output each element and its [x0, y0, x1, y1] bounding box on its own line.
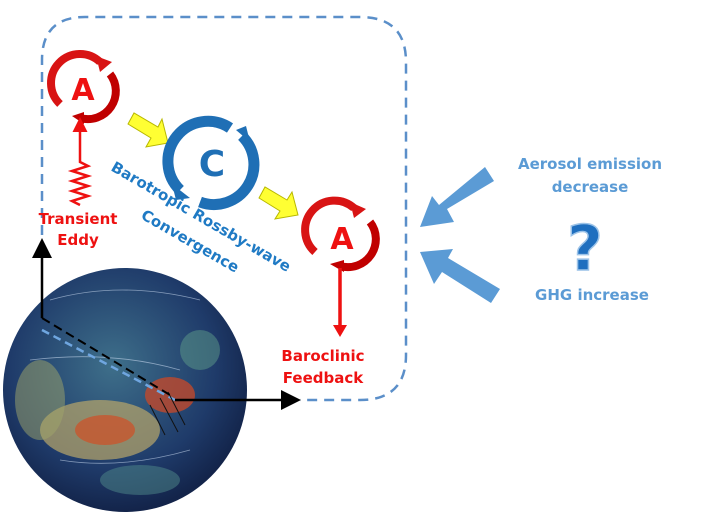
transient-eddy-label-2: Eddy [57, 231, 99, 249]
transient-eddy-label-1: Transient [39, 210, 118, 228]
anticyclone-icon-2: A [301, 196, 380, 272]
ghg-arrow-icon [420, 249, 500, 303]
baroclinic-arrowhead [333, 325, 347, 337]
anticyclone-label-1: A [71, 73, 95, 108]
transient-eddy-wave-icon [67, 117, 93, 207]
dashed-boundary [40, 15, 408, 402]
yellow-arrow-2 [258, 186, 299, 220]
baroclinic-label-2: Feedback [283, 369, 364, 387]
anticyclone-label-2: A [330, 222, 354, 257]
aerosol-label-1: Aerosol emission [518, 155, 662, 173]
black-dashed-line [41, 317, 171, 396]
globe-image [3, 268, 247, 512]
yellow-arrow-1 [127, 112, 169, 148]
ghg-label: GHG increase [535, 286, 649, 304]
cyclone-label: C [199, 144, 225, 185]
aerosol-arrow-icon [420, 167, 494, 227]
baroclinic-label-1: Baroclinic [281, 347, 364, 365]
aerosol-label-2: decrease [552, 178, 629, 196]
anticyclone-icon-1: A [47, 50, 120, 124]
question-mark-icon: ? [567, 212, 603, 285]
cyclone-icon: C [162, 115, 260, 210]
